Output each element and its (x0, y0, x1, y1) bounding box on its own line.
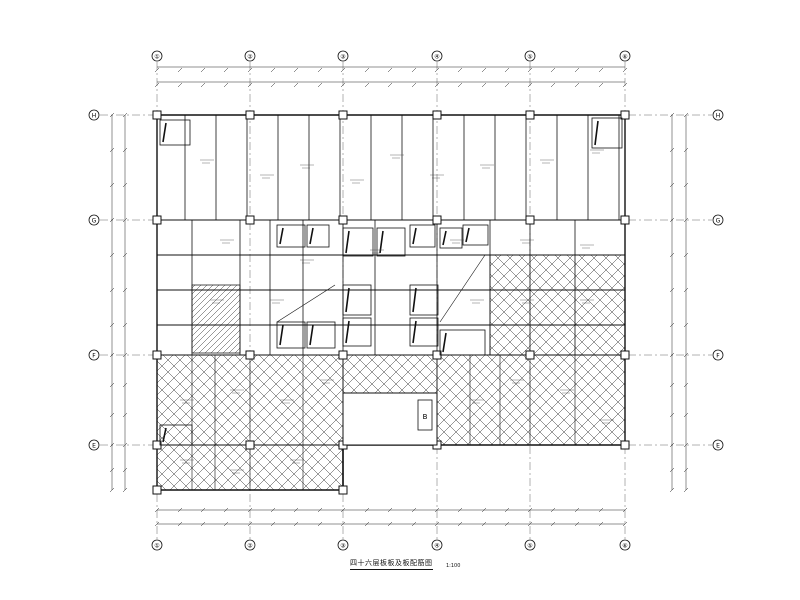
column-bubble-label: ⑥ (622, 543, 627, 550)
column-bubble: ② (244, 539, 256, 551)
column-bubble-label: ② (247, 54, 253, 61)
section-marker-label: B (423, 413, 428, 421)
column-bubble-label: ① (154, 54, 159, 61)
column-bubble-label: ⑤ (527, 543, 532, 550)
row-bubble: F (88, 349, 100, 361)
row-bubble-label: E (92, 443, 96, 450)
column-bubble: ③ (337, 539, 349, 551)
row-bubble: F (712, 349, 724, 361)
column-bubble-label: ① (154, 543, 159, 550)
row-bubble: H (88, 109, 100, 121)
column-bubble: ⑥ (619, 539, 631, 551)
column-bubble: ① (151, 50, 163, 62)
row-bubble: G (712, 214, 724, 226)
hatch-area-mid-right (489, 254, 626, 356)
column-bubble: ⑥ (619, 50, 631, 62)
column-bubble: ① (151, 539, 163, 551)
row-bubble: H (712, 109, 724, 121)
row-bubble-label: H (92, 113, 97, 120)
row-bubble-label: H (716, 113, 721, 120)
column-bubble-label: ⑥ (622, 54, 627, 61)
drawing-scale: 1:100 (446, 563, 461, 569)
column-bubble: ③ (337, 50, 349, 62)
row-bubble-label: F (92, 353, 96, 360)
diagonal-hatch-area (191, 284, 241, 354)
row-bubble-label: F (716, 353, 720, 360)
row-bubble-label: E (716, 443, 720, 450)
row-bubble: E (712, 439, 724, 451)
hatch-area-bottom-mid (342, 354, 438, 394)
column-bubble: ② (244, 50, 256, 62)
column-bubble: ⑤ (524, 539, 536, 551)
column-bubble-label: ④ (434, 54, 439, 61)
row-bubble-label: G (716, 218, 721, 225)
row-bubble-label: G (92, 218, 97, 225)
column-bubble-label: ⑤ (527, 54, 532, 61)
reinforcement-annotations (180, 149, 614, 474)
column-bubble: ④ (431, 50, 443, 62)
row-bubble: E (88, 439, 100, 451)
column-bubble-label: ② (247, 543, 253, 550)
drawing-title: 四十六层板板及板配筋图 (350, 558, 433, 570)
column-bubble-label: ③ (340, 54, 345, 61)
row-bubble: G (88, 214, 100, 226)
column-bubble-label: ④ (434, 543, 439, 550)
dimension-chains (109, 66, 689, 527)
row-axis-bubbles: H H G G F F E E (88, 109, 724, 451)
column-bubble: ⑤ (524, 50, 536, 62)
column-bubble: ④ (431, 539, 443, 551)
hatch-area-bottom-right (436, 354, 626, 446)
column-bubble-label: ③ (340, 543, 345, 550)
column-axis-bubbles: ① ① ② ② ③ ③ ④ ④ ⑤ ⑤ ⑥ ⑥ (151, 50, 631, 551)
section-marker: B (417, 399, 433, 431)
